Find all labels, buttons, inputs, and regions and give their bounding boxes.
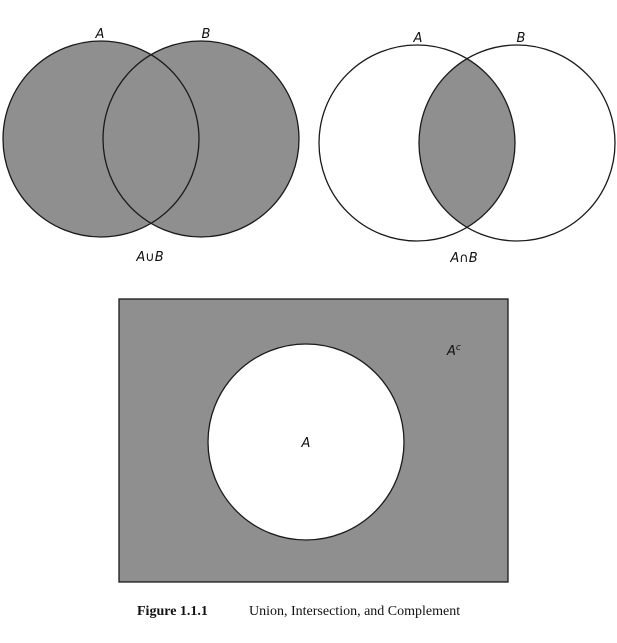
- union-label-a: A: [95, 27, 105, 42]
- union-label-b: B: [202, 27, 211, 42]
- union-circle-b-outline: [102, 40, 300, 238]
- union-operator-label: A∪B: [135, 250, 163, 265]
- complement-circle-a: [207, 343, 405, 541]
- intersection-circle-a-outline: [318, 44, 516, 242]
- caption-title: Union, Intersection, and Complement: [249, 604, 460, 619]
- intersection-diagram: A B A∩B: [318, 31, 616, 266]
- complement-diagram: A Ac: [118, 298, 509, 583]
- intersection-operator-label: A∩B: [449, 251, 477, 266]
- intersection-label-b: B: [517, 31, 526, 46]
- complement-label-a: A: [301, 436, 311, 451]
- union-circle-a-outline: [2, 40, 200, 238]
- intersection-lens-fill: [419, 45, 515, 241]
- union-diagram: A B A∪B: [2, 27, 300, 265]
- complement-label-ac: Ac: [446, 343, 461, 359]
- figure-caption: Figure 1.1.1 Union, Intersection, and Co…: [137, 604, 460, 619]
- intersection-label-a: A: [413, 31, 423, 46]
- complement-label-base: A: [446, 344, 456, 359]
- union-circle-b-fill: [103, 41, 299, 237]
- intersection-circle-b-outline: [418, 44, 616, 242]
- complement-label-sup: c: [456, 343, 461, 353]
- caption-figure-number: Figure 1.1.1: [137, 604, 208, 619]
